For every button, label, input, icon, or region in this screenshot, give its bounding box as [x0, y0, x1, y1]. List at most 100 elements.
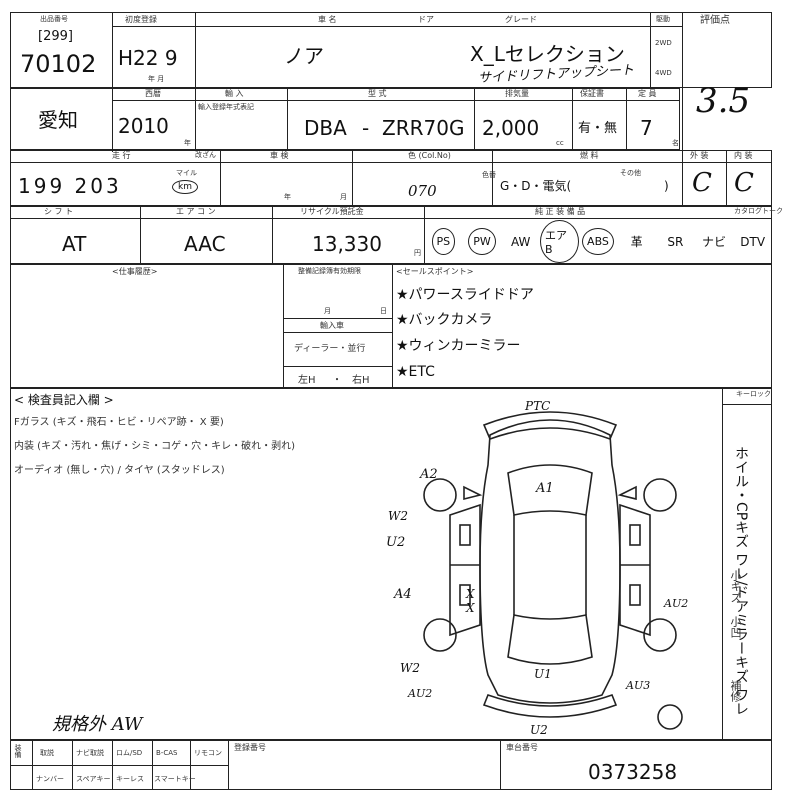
recycle-unit: 円 [414, 249, 421, 257]
footer-r1-2: ロム/SD [116, 749, 143, 757]
model-dash: - [362, 116, 370, 140]
dealer: ディーラー・並行 [294, 344, 366, 354]
exterior-label: 外 装 [690, 151, 709, 160]
equipment-label-6: SR [667, 234, 684, 249]
keylock-label: キーロック [736, 390, 771, 398]
fglass-line: Fガラス (キズ・飛石・ヒビ・リペア跡・ X 要) [14, 417, 224, 428]
footer-r2-1: スペアキー [76, 775, 111, 783]
score-label: 評価点 [700, 15, 730, 26]
catalog-label: カタログトーク [734, 207, 783, 215]
mileage: 199 203 [18, 174, 122, 198]
recycle-label: リサイクル預託金 [300, 207, 364, 216]
warranty: 有・無 [578, 121, 618, 136]
interior-line: 内装 (キズ・汚れ・焦げ・シミ・コゲ・穴・キレ・破れ・剥れ) [14, 441, 295, 452]
import-note: 輸入登録年式表記 [198, 103, 254, 111]
equipment-label-8: DTV [740, 234, 766, 249]
mark-au2-bottom: AU2 [408, 687, 433, 700]
inspector-title: < 検査員記入欄 > [14, 393, 114, 407]
equipment-label-0: PS [431, 228, 456, 255]
door-label: ドア [418, 15, 434, 24]
capacity-label: 定 員 [638, 89, 657, 98]
inspection-year: 年 [284, 193, 291, 201]
lane-number: [299] [38, 29, 73, 44]
equipment-item-8: DTV [733, 219, 772, 264]
capacity: 7 [640, 116, 653, 140]
displacement-unit: cc [556, 139, 564, 147]
footer-r1-0: 取説 [40, 749, 54, 757]
inspection-label: 車 検 [270, 151, 289, 160]
grade-label: グレード [505, 15, 537, 24]
mark-u1: U1 [534, 667, 552, 681]
color-change: 色替 [482, 171, 496, 179]
steering-left: 左H [298, 375, 316, 386]
equipment-label-2: AW [510, 234, 531, 249]
notes-frame [10, 264, 772, 388]
model-year: 2010 [118, 114, 169, 138]
equipment-label-7: ナビ [701, 235, 726, 249]
mileage-label: 走 行 [112, 151, 131, 160]
import-label: 輸 入 [225, 89, 244, 98]
equipment-label-1: PW [468, 228, 496, 255]
lane-label: 出品番号 [40, 15, 68, 23]
service-day: 日 [380, 307, 387, 315]
side-notes-1: ホイル・CPキズ ワレ/ドアミラーキズ ワレ [733, 446, 749, 716]
equipment-item-4: ABS [579, 219, 618, 264]
capacity-unit: 名 [672, 139, 679, 147]
inspection-frame [10, 388, 772, 740]
footer-r1-4: リモコン [194, 749, 222, 757]
aircon-label: エ ア コ ン [176, 207, 216, 216]
recycle-deposit: 13,330 [312, 232, 382, 256]
footer-r2-0: ナンバー [36, 775, 64, 783]
row2-frame [10, 88, 680, 150]
sales-point-3: ★ウィンカーミラー [396, 338, 521, 354]
equipment-item-1: PW [463, 219, 502, 264]
warranty-label: 保証書 [580, 89, 604, 98]
header-frame [10, 12, 772, 88]
model-year-label: 西暦 [145, 89, 161, 98]
mark-au2-right: AU2 [664, 597, 689, 610]
handwritten-note: 規格外 AW [52, 714, 143, 735]
fuel-label: 燃 料 [580, 151, 599, 160]
steering-right: 右H [352, 375, 370, 386]
mark-a1: A1 [536, 481, 554, 496]
aircon: AAC [184, 232, 226, 256]
equipment-label-5: 革 [630, 235, 643, 249]
car-name-label: 車 名 [318, 15, 337, 24]
color-code: 070 [408, 182, 437, 200]
steering-dot: ・ [332, 375, 342, 386]
mark-w2-top: W2 [388, 509, 408, 523]
footer-r1-3: B-CAS [156, 749, 178, 757]
reg-label: 登録番号 [234, 743, 266, 752]
equipment-label-3: エアB [540, 220, 579, 263]
fuel-options: G・D・電気( [500, 179, 572, 193]
fuel-close: ) [664, 179, 669, 193]
history-label: <仕事履歴> [112, 267, 158, 276]
equipment-label-4: ABS [582, 228, 614, 255]
sales-point-4: ★ETC [396, 364, 435, 380]
interior-label: 内 装 [734, 151, 753, 160]
model-year-unit: 年 [184, 139, 191, 147]
score: 3.5 [696, 81, 751, 121]
shift: AT [62, 232, 87, 256]
equipment-item-2: AW [501, 219, 540, 264]
side-notes-4: 補修 [729, 680, 742, 702]
row3-frame [10, 150, 772, 206]
footer-r2-2: キーレス [116, 775, 144, 783]
shift-label: シ フ ト [44, 207, 74, 216]
model-code: ZRR70G [382, 116, 465, 140]
equipment-item-3: エアB [540, 219, 579, 264]
service-month: 月 [324, 307, 331, 315]
prefecture: 愛知 [38, 108, 78, 132]
mark-a2: A2 [420, 467, 438, 482]
mark-u2-bottom: U2 [530, 723, 548, 737]
mark-u2-left: U2 [386, 535, 406, 550]
color-label: 色 (Col.No) [408, 151, 451, 160]
lot-number: 70102 [20, 50, 97, 78]
drive-4wd: 4WD [655, 69, 672, 77]
side-notes-3: 小凹 [729, 616, 742, 638]
footer-r2-3: スマートキー [154, 775, 196, 783]
first-reg: H22 9 [118, 46, 178, 70]
exterior: C [692, 168, 712, 198]
mark-x1: X [466, 587, 475, 601]
